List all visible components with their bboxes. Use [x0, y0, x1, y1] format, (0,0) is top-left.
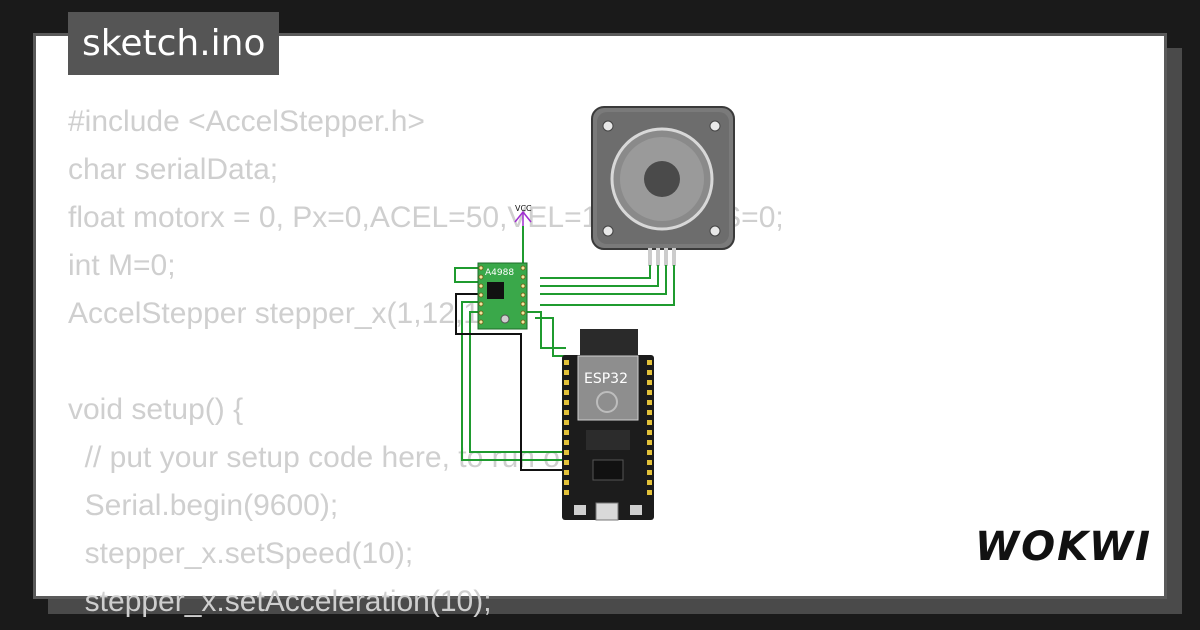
code-line: stepper_x.setAcceleration(10);: [68, 585, 492, 618]
esp32-board[interactable]: ESP32: [562, 329, 654, 521]
code-line: Serial.begin(9600);: [68, 489, 339, 522]
code-line: AccelStepper stepper_x(1,12,14);: [68, 297, 515, 330]
code-line: #include <AccelStepper.h>: [68, 105, 425, 138]
code-line: stepper_x.setSpeed(10);: [68, 537, 414, 570]
wokwi-logo: WOKWI: [975, 524, 1153, 570]
stepper-motor[interactable]: [591, 106, 735, 266]
file-title: sketch.ino: [68, 12, 280, 75]
code-line: char serialData;: [68, 153, 279, 186]
code-line: void setup() {: [68, 393, 244, 426]
vcc-label: VCC: [515, 204, 532, 213]
motor-wires: [540, 265, 675, 306]
mcu-label: ESP32: [584, 371, 628, 387]
a4988-driver[interactable]: A4988: [477, 262, 528, 330]
code-preview: #include <AccelStepper.h> char serialData…: [68, 98, 784, 626]
code-line: int M=0;: [68, 249, 176, 282]
vcc-terminal: VCC: [514, 204, 532, 226]
driver-esp-wires: [454, 267, 566, 471]
driver-label: A4988: [485, 268, 514, 278]
